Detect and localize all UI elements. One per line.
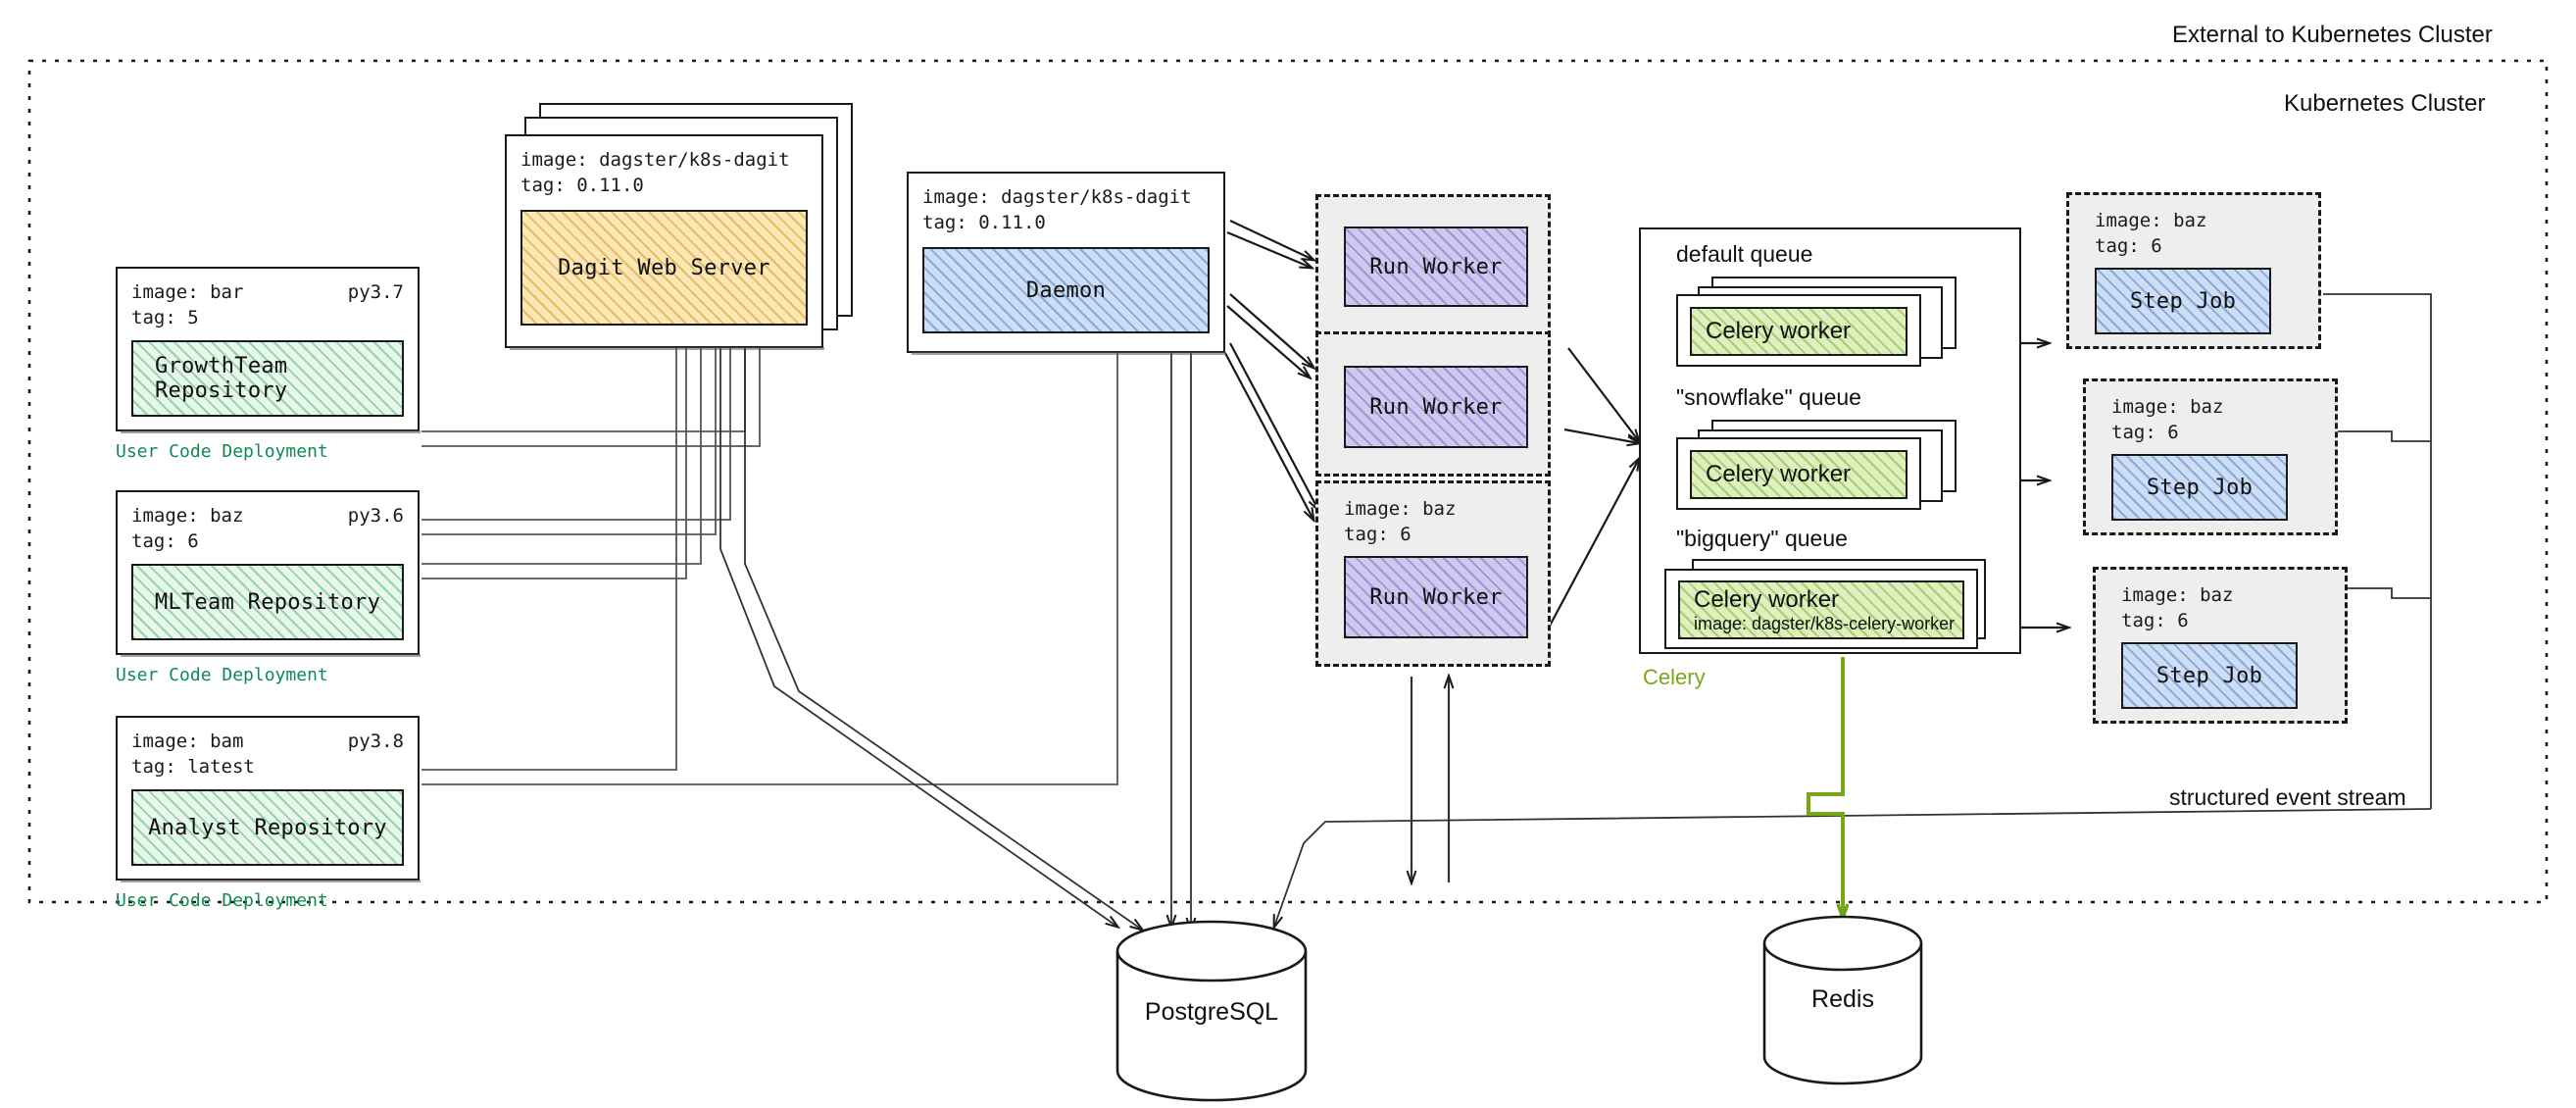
dagit-tag-label: tag: 0.11.0 bbox=[520, 174, 644, 196]
user-code-deployment-mlteam[interactable]: image: baz py3.6 tag: 6 MLTeam Repositor… bbox=[116, 490, 421, 685]
run-worker-label: Run Worker bbox=[1369, 394, 1503, 420]
celery-worker-label: Celery worker bbox=[1694, 586, 1840, 613]
structured-event-stream-label: structured event stream bbox=[2169, 784, 2406, 810]
dagit-image-label: image: dagster/k8s-dagit bbox=[520, 149, 790, 171]
run-worker-box-1[interactable]: Run Worker bbox=[1344, 227, 1528, 307]
celery-worker-card-bigquery[interactable]: Celery worker image: dagster/k8s-celery-… bbox=[1664, 569, 1978, 649]
queue-label-bigquery: "bigquery" queue bbox=[1676, 526, 1848, 551]
celery-worker-box-bigquery[interactable]: Celery worker image: dagster/k8s-celery-… bbox=[1678, 580, 1964, 639]
dagit-inner-box[interactable]: Dagit Web Server bbox=[520, 210, 808, 327]
daemon-inner-box[interactable]: Daemon bbox=[922, 247, 1210, 334]
celery-worker-card-default[interactable]: Celery worker bbox=[1676, 294, 1921, 367]
repository-box-analyst[interactable]: Analyst Repository bbox=[131, 789, 404, 867]
run-worker-tag-label: tag: 6 bbox=[1344, 524, 1412, 545]
celery-container[interactable]: default queue Celery worker "snowflake" … bbox=[1639, 227, 2021, 654]
run-worker-pod-3[interactable]: image: baz tag: 6 Run Worker bbox=[1315, 480, 1551, 667]
daemon-tag-label: tag: 0.11.0 bbox=[922, 211, 1046, 233]
deployment-image-label: image: bam bbox=[131, 730, 244, 752]
repository-label: Analyst Repository bbox=[148, 815, 387, 840]
repository-label: MLTeam Repository bbox=[154, 589, 381, 615]
user-code-deployment-growthteam[interactable]: image: bar py3.7 tag: 5 GrowthTeam Repos… bbox=[116, 267, 421, 462]
deployment-caption: User Code Deployment bbox=[116, 665, 328, 685]
kubernetes-cluster-label: Kubernetes Cluster bbox=[2284, 90, 2486, 117]
run-worker-pod-2[interactable]: Run Worker bbox=[1315, 331, 1551, 477]
external-cluster-label: External to Kubernetes Cluster bbox=[2172, 22, 2493, 48]
dagit-web-server-card[interactable]: image: dagster/k8s-dagit tag: 0.11.0 Dag… bbox=[505, 134, 824, 350]
queue-label-default: default queue bbox=[1676, 241, 1813, 267]
daemon-title-label: Daemon bbox=[1025, 277, 1107, 303]
step-job-tag-label: tag: 6 bbox=[2095, 235, 2162, 257]
step-job-tag-label: tag: 6 bbox=[2121, 610, 2189, 631]
step-job-label: Step Job bbox=[2155, 663, 2263, 688]
repository-label: GrowthTeam Repository bbox=[155, 354, 288, 404]
postgres-label: PostgreSQL bbox=[1144, 998, 1279, 1026]
run-worker-box-3[interactable]: Run Worker bbox=[1344, 556, 1528, 638]
celery-worker-box-default[interactable]: Celery worker bbox=[1690, 307, 1907, 356]
daemon-group[interactable]: image: dagster/k8s-dagit tag: 0.11.0 Dae… bbox=[907, 172, 1226, 355]
run-worker-box-2[interactable]: Run Worker bbox=[1344, 366, 1528, 448]
user-code-deployment-analyst[interactable]: image: bam py3.8 tag: latest Analyst Rep… bbox=[116, 716, 421, 911]
step-job-image-label: image: baz bbox=[2095, 210, 2207, 231]
step-job-box-2[interactable]: Step Job bbox=[2111, 454, 2288, 521]
step-job-box-3[interactable]: Step Job bbox=[2121, 642, 2298, 709]
deployment-tag-label: tag: 5 bbox=[131, 306, 199, 328]
celery-worker-label: Celery worker bbox=[1706, 318, 1852, 344]
celery-worker-label: Celery worker bbox=[1706, 461, 1852, 487]
step-job-box-1[interactable]: Step Job bbox=[2095, 268, 2271, 334]
deployment-image-label: image: bar bbox=[131, 281, 244, 303]
step-job-image-label: image: baz bbox=[2121, 584, 2234, 606]
deployment-python-label: py3.7 bbox=[347, 281, 404, 303]
deployment-image-label: image: baz bbox=[131, 505, 244, 527]
dagit-title-label: Dagit Web Server bbox=[558, 255, 770, 280]
step-job-pod-2[interactable]: image: baz tag: 6 Step Job bbox=[2083, 378, 2338, 535]
step-job-pod-1[interactable]: image: baz tag: 6 Step Job bbox=[2066, 192, 2321, 349]
dagit-web-server-group[interactable]: image: dagster/k8s-dagit tag: 0.11.0 Dag… bbox=[505, 103, 853, 350]
step-job-pod-3[interactable]: image: baz tag: 6 Step Job bbox=[2093, 567, 2348, 724]
queue-label-snowflake: "snowflake" queue bbox=[1676, 384, 1861, 410]
daemon-image-label: image: dagster/k8s-dagit bbox=[922, 186, 1192, 208]
deployment-python-label: py3.8 bbox=[347, 730, 404, 752]
daemon-card[interactable]: image: dagster/k8s-dagit tag: 0.11.0 Dae… bbox=[907, 172, 1226, 355]
deployment-tag-label: tag: 6 bbox=[131, 529, 199, 552]
deployment-python-label: py3.6 bbox=[347, 505, 404, 527]
celery-worker-image-label: image: dagster/k8s-celery-worker bbox=[1694, 614, 1956, 633]
step-job-label: Step Job bbox=[2146, 475, 2254, 500]
step-job-image-label: image: baz bbox=[2111, 396, 2224, 418]
run-worker-image-label: image: baz bbox=[1344, 498, 1457, 520]
celery-worker-box-snowflake[interactable]: Celery worker bbox=[1690, 450, 1907, 499]
repository-box-growthteam[interactable]: GrowthTeam Repository bbox=[131, 340, 404, 418]
deployment-tag-label: tag: latest bbox=[131, 755, 255, 778]
deployment-caption: User Code Deployment bbox=[116, 890, 328, 911]
celery-worker-card-snowflake[interactable]: Celery worker bbox=[1676, 437, 1921, 510]
step-job-tag-label: tag: 6 bbox=[2111, 422, 2179, 443]
redis-label: Redis bbox=[1811, 985, 1874, 1013]
run-worker-label: Run Worker bbox=[1369, 254, 1503, 279]
repository-box-mlteam[interactable]: MLTeam Repository bbox=[131, 564, 404, 641]
run-worker-label: Run Worker bbox=[1369, 584, 1503, 610]
celery-caption: Celery bbox=[1643, 665, 1706, 689]
step-job-label: Step Job bbox=[2129, 288, 2237, 314]
deployment-caption: User Code Deployment bbox=[116, 441, 328, 462]
run-worker-pod-1[interactable]: Run Worker bbox=[1315, 194, 1551, 336]
